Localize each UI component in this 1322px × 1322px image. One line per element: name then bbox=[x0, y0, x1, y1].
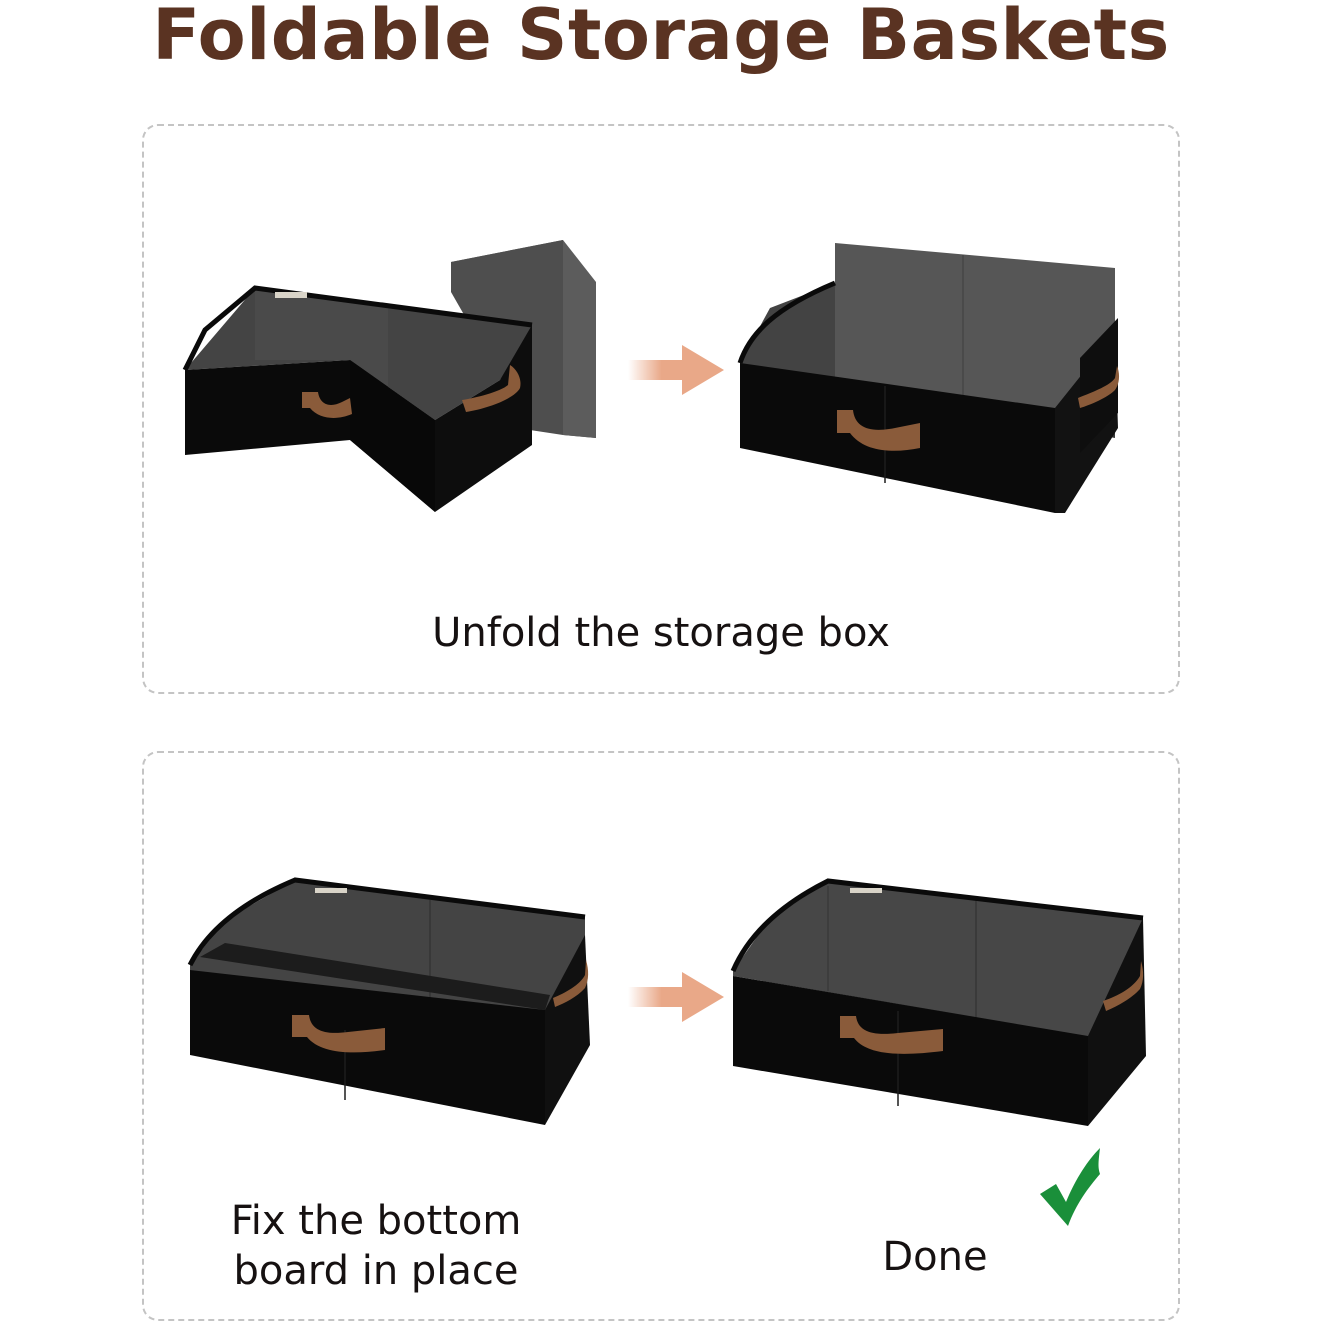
step-1-caption: Unfold the storage box bbox=[432, 610, 890, 656]
checkmark-icon bbox=[1040, 1148, 1100, 1226]
board-lowered-box-image bbox=[187, 877, 590, 1125]
page-title: Foldable Storage Baskets bbox=[152, 0, 1170, 76]
right-arrow-icon bbox=[628, 972, 724, 1022]
step-panel-unfold bbox=[142, 124, 1180, 694]
step-panel-fix-board bbox=[142, 751, 1180, 1321]
step-2-caption: Fix the bottom board in place bbox=[196, 1196, 556, 1296]
done-label: Done bbox=[882, 1234, 988, 1280]
folded-box-image bbox=[182, 240, 596, 512]
step-2-caption-line-1: Fix the bottom bbox=[230, 1198, 522, 1244]
unfolded-box-image bbox=[737, 243, 1120, 513]
right-arrow-icon bbox=[628, 345, 724, 395]
finished-box-image bbox=[730, 878, 1146, 1126]
step-2-caption-line-2: board in place bbox=[233, 1248, 519, 1294]
